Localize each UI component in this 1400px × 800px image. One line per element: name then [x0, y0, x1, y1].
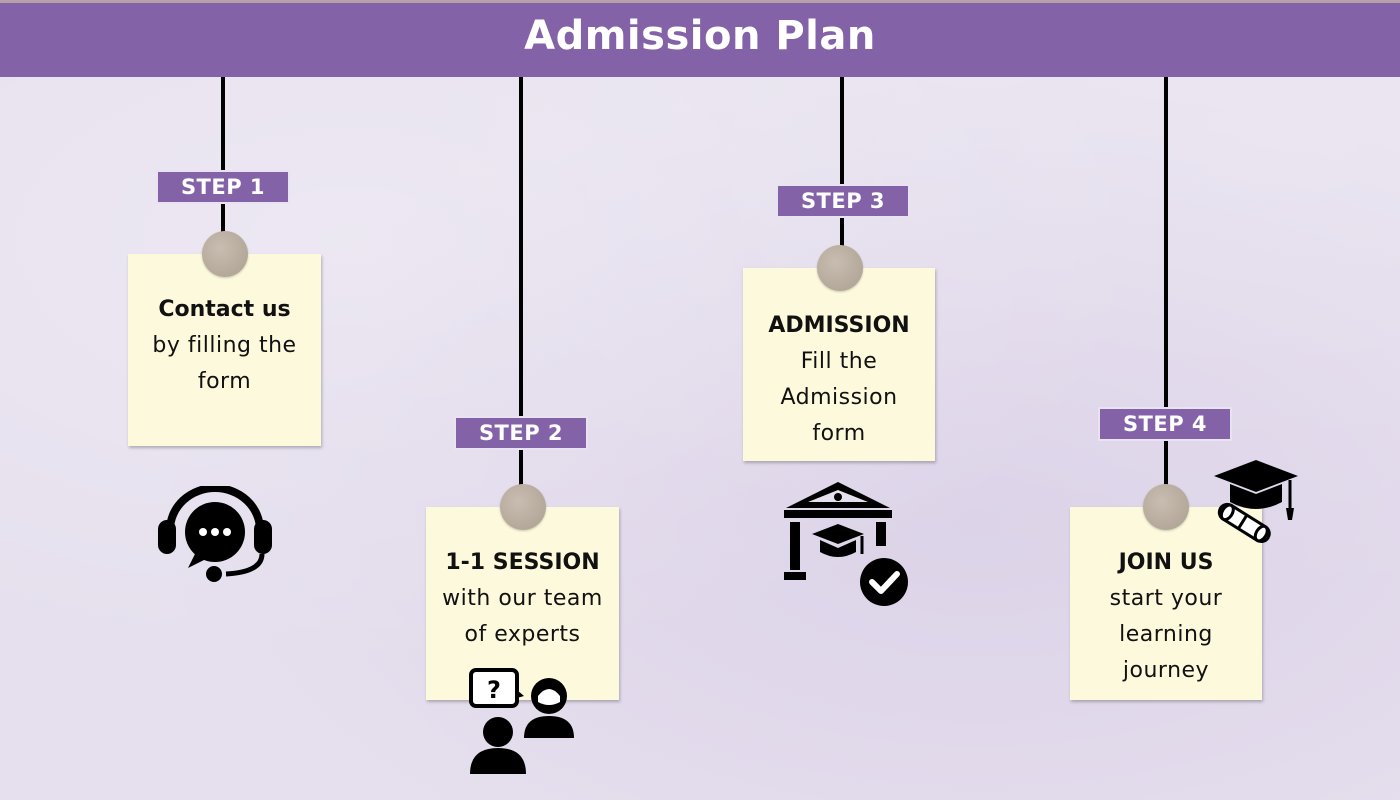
step-4-title: JOIN US: [1118, 550, 1214, 575]
step-2-note: 1-1 SESSION with our team of experts: [426, 507, 619, 700]
step-3-note: ADMISSION Fill the Admission form: [743, 268, 935, 461]
graduation-cap-diploma-icon: [1210, 458, 1302, 548]
step-2-title: 1-1 SESSION: [445, 550, 600, 575]
step-3-title: ADMISSION: [768, 313, 910, 338]
step-1-tag: STEP 1: [158, 172, 288, 202]
string-step-2: [519, 77, 523, 509]
svg-text:?: ?: [487, 676, 501, 704]
string-step-3: [840, 77, 844, 271]
question-people-icon: ?: [466, 666, 578, 776]
step-4-note: JOIN US start your learning journey: [1070, 507, 1262, 700]
step-4-pin: [1143, 484, 1189, 530]
step-2-pin: [500, 484, 546, 530]
step-3-tag: STEP 3: [778, 186, 908, 216]
step-2-tag: STEP 2: [456, 418, 586, 448]
step-1-note: Contact us by filling the form: [128, 254, 321, 446]
institution-check-icon: [780, 478, 910, 608]
string-step-4: [1164, 77, 1168, 509]
step-1-pin: [202, 231, 248, 277]
step-2-body: with our team of experts: [442, 586, 603, 647]
page-title: Admission Plan: [0, 3, 1400, 77]
step-3-pin: [817, 245, 863, 291]
string-step-1: [221, 77, 225, 255]
step-1-title: Contact us: [158, 297, 291, 322]
top-border: [0, 0, 1400, 3]
step-4-body: start your learning journey: [1109, 586, 1223, 683]
step-1-body: by filling the form: [152, 333, 297, 394]
headset-chat-icon: [156, 484, 274, 582]
step-3-body: Fill the Admission form: [780, 349, 898, 446]
step-4-tag: STEP 4: [1100, 409, 1230, 439]
